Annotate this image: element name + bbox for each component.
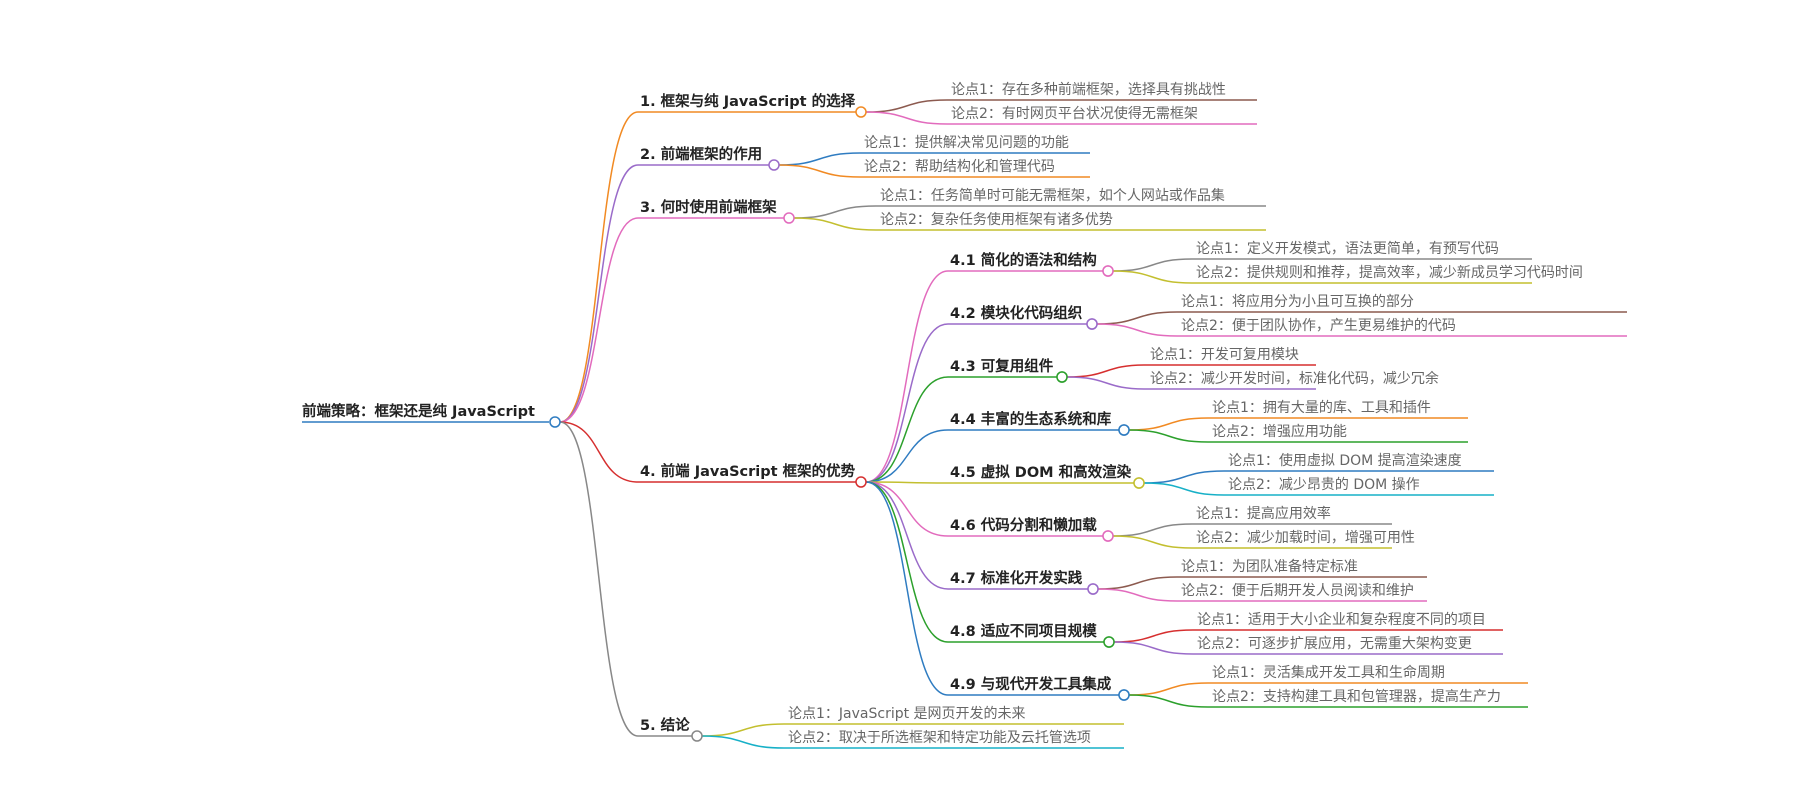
subtopic-4-2[interactable]: 4.2 模块化代码组织 — [950, 306, 1083, 322]
subtopic-link-4-3 — [865, 376, 949, 483]
leaf-link-3-2 — [793, 217, 877, 231]
subtopic-collapse-4-9[interactable] — [1118, 689, 1130, 701]
leaf-link-1-1 — [865, 99, 948, 113]
leaf-1-2: 论点2：有时网页平台状况使得无需框架 — [951, 106, 1198, 122]
subtopic-collapse-4-8[interactable] — [1103, 636, 1115, 648]
subtopic-4-1[interactable]: 4.1 简化的语法和结构 — [950, 253, 1097, 269]
subtopic-4-4[interactable]: 4.4 丰富的生态系统和库 — [950, 412, 1112, 428]
subtopic-collapse-4-2[interactable] — [1086, 318, 1098, 330]
leaf-4-5-2: 论点2：减少昂贵的 DOM 操作 — [1228, 477, 1420, 493]
leaf-link-3-1 — [793, 205, 877, 219]
leaf-5-1: 论点1：JavaScript 是网页开发的未来 — [788, 706, 1026, 722]
leaf-link-4-2-1 — [1096, 311, 1178, 325]
branch-topic-2[interactable]: 2. 前端框架的作用 — [640, 147, 763, 163]
root-collapse[interactable] — [549, 416, 561, 428]
leaf-link-4-3-2 — [1066, 376, 1147, 390]
leaf-link-1-2 — [865, 111, 948, 125]
branch-collapse-2[interactable] — [768, 159, 780, 171]
leaf-4-8-2: 论点2：可逐步扩展应用，无需重大架构变更 — [1197, 636, 1472, 652]
leaf-link-4-7-1 — [1097, 576, 1178, 590]
leaf-link-4-4-1 — [1128, 417, 1209, 431]
subtopic-4-7[interactable]: 4.7 标准化开发实践 — [950, 571, 1083, 587]
leaf-2-2: 论点2：帮助结构化和管理代码 — [864, 159, 1055, 175]
leaf-4-2-2: 论点2：便于团队协作，产生更易维护的代码 — [1181, 318, 1456, 334]
leaf-link-4-5-1 — [1143, 470, 1225, 484]
leaf-4-8-1: 论点1：适用于大小企业和复杂程度不同的项目 — [1197, 612, 1486, 628]
leaf-link-4-3-1 — [1066, 364, 1147, 378]
leaf-4-9-1: 论点1：灵活集成开发工具和生命周期 — [1212, 665, 1445, 681]
leaf-link-4-5-2 — [1143, 482, 1225, 496]
branch-link-5 — [559, 421, 639, 737]
subtopic-4-5[interactable]: 4.5 虚拟 DOM 和高效渲染 — [950, 465, 1132, 481]
branch-link-3 — [559, 217, 639, 423]
leaf-link-4-6-1 — [1112, 523, 1193, 537]
leaf-4-1-1: 论点1：定义开发模式，语法更简单，有预写代码 — [1196, 241, 1499, 257]
leaf-link-4-7-2 — [1097, 588, 1178, 602]
leaf-link-5-1 — [701, 723, 785, 737]
leaf-link-4-8-1 — [1113, 629, 1194, 643]
branch-link-1 — [559, 111, 639, 423]
branch-topic-3[interactable]: 3. 何时使用前端框架 — [640, 200, 777, 216]
subtopic-link-4-9 — [865, 481, 949, 696]
leaf-link-4-9-2 — [1128, 694, 1209, 708]
leaf-link-4-9-1 — [1128, 682, 1209, 696]
leaf-1-1: 论点1：存在多种前端框架，选择具有挑战性 — [951, 82, 1226, 98]
subtopic-collapse-4-6[interactable] — [1102, 530, 1114, 542]
subtopic-link-4-8 — [865, 481, 949, 643]
leaf-link-2-2 — [778, 164, 861, 178]
subtopic-link-4-2 — [865, 323, 949, 483]
branch-collapse-1[interactable] — [855, 106, 867, 118]
leaf-link-4-8-2 — [1113, 641, 1194, 655]
subtopic-collapse-4-5[interactable] — [1133, 477, 1145, 489]
branch-link-2 — [559, 164, 639, 423]
leaf-4-6-1: 论点1：提高应用效率 — [1196, 506, 1331, 522]
subtopic-collapse-4-4[interactable] — [1118, 424, 1130, 436]
branch-topic-4[interactable]: 4. 前端 JavaScript 框架的优势 — [640, 464, 856, 480]
leaf-2-1: 论点1：提供解决常见问题的功能 — [864, 135, 1069, 151]
subtopic-link-4-5 — [865, 481, 949, 484]
subtopic-link-4-6 — [865, 481, 949, 537]
subtopic-collapse-4-1[interactable] — [1102, 265, 1114, 277]
subtopic-4-9[interactable]: 4.9 与现代开发工具集成 — [950, 677, 1112, 693]
leaf-link-2-1 — [778, 152, 861, 166]
subtopic-4-8[interactable]: 4.8 适应不同项目规模 — [950, 624, 1097, 640]
branch-collapse-4[interactable] — [855, 476, 867, 488]
leaf-link-4-1-1 — [1112, 258, 1193, 272]
leaf-link-4-1-2 — [1112, 270, 1193, 284]
leaf-4-1-2: 论点2：提供规则和推荐，提高效率，减少新成员学习代码时间 — [1196, 265, 1583, 281]
subtopic-link-4-4 — [865, 429, 949, 483]
subtopic-4-6[interactable]: 4.6 代码分割和懒加载 — [950, 518, 1097, 534]
leaf-4-4-1: 论点1：拥有大量的库、工具和插件 — [1212, 400, 1431, 416]
subtopic-4-3[interactable]: 4.3 可复用组件 — [950, 359, 1054, 375]
root-topic[interactable]: 前端策略：框架还是纯 JavaScript — [302, 404, 535, 420]
branch-collapse-3[interactable] — [783, 212, 795, 224]
subtopic-link-4-7 — [865, 481, 949, 590]
leaf-3-1: 论点1：任务简单时可能无需框架，如个人网站或作品集 — [880, 188, 1225, 204]
leaf-link-4-2-2 — [1096, 323, 1178, 337]
branch-topic-1[interactable]: 1. 框架与纯 JavaScript 的选择 — [640, 94, 856, 110]
leaf-4-7-1: 论点1：为团队准备特定标准 — [1181, 559, 1358, 575]
leaf-4-9-2: 论点2：支持构建工具和包管理器，提高生产力 — [1212, 689, 1501, 705]
leaf-link-4-4-2 — [1128, 429, 1209, 443]
leaf-4-3-2: 论点2：减少开发时间，标准化代码，减少冗余 — [1150, 371, 1439, 387]
leaf-4-2-1: 论点1：将应用分为小且可互换的部分 — [1181, 294, 1414, 310]
leaf-4-7-2: 论点2：便于后期开发人员阅读和维护 — [1181, 583, 1414, 599]
leaf-4-3-1: 论点1：开发可复用模块 — [1150, 347, 1299, 363]
leaf-link-4-6-2 — [1112, 535, 1193, 549]
leaf-4-5-1: 论点1：使用虚拟 DOM 提高渲染速度 — [1228, 453, 1462, 469]
leaf-5-2: 论点2：取决于所选框架和特定功能及云托管选项 — [788, 730, 1091, 746]
branch-link-4 — [559, 421, 639, 483]
leaf-link-5-2 — [701, 735, 785, 749]
leaf-4-6-2: 论点2：减少加载时间，增强可用性 — [1196, 530, 1415, 546]
branch-topic-5[interactable]: 5. 结论 — [640, 718, 690, 734]
leaf-3-2: 论点2：复杂任务使用框架有诸多优势 — [880, 212, 1113, 228]
subtopic-collapse-4-7[interactable] — [1087, 583, 1099, 595]
subtopic-collapse-4-3[interactable] — [1056, 371, 1068, 383]
leaf-4-4-2: 论点2：增强应用功能 — [1212, 424, 1347, 440]
branch-collapse-5[interactable] — [691, 730, 703, 742]
subtopic-link-4-1 — [865, 270, 949, 483]
